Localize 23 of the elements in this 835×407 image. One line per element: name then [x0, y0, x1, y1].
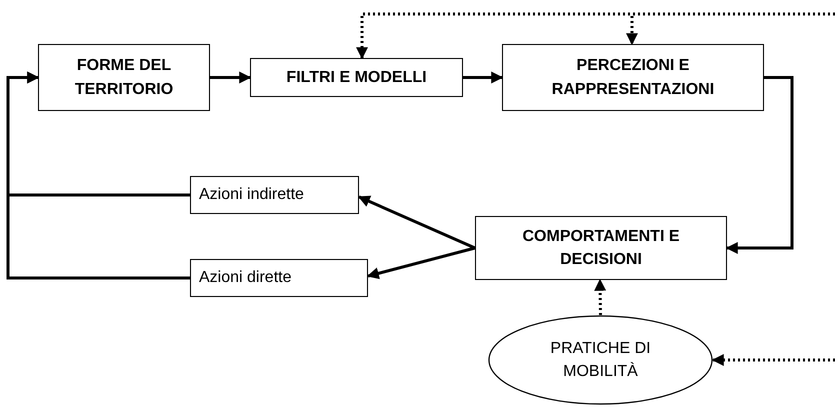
node-label: FORME DEL TERRITORIO: [74, 56, 174, 100]
ellipse-node: [488, 315, 713, 405]
process-box: [190, 176, 359, 214]
arrow: [6, 72, 190, 280]
arrow: [366, 246, 476, 280]
process-box: [475, 216, 727, 280]
dotted-arrow: [626, 12, 835, 46]
node-label: COMPORTAMENTI E DECISIONI: [521, 226, 681, 270]
arrow: [726, 76, 794, 254]
node-label: Azioni dirette: [199, 268, 292, 288]
node-label: PRATICHE DI MOBILITÀ: [549, 338, 652, 382]
process-box: [250, 58, 463, 97]
node-label: FILTRI E MODELLI: [286, 68, 427, 88]
dotted-arrow: [594, 278, 606, 316]
arrow: [210, 72, 252, 84]
arrow: [358, 196, 476, 250]
arrow: [463, 72, 504, 84]
dotted-arrow: [712, 354, 835, 366]
node-label: PERCEZIONI E RAPPRESENTAZIONI: [550, 56, 716, 100]
process-box: [502, 44, 764, 111]
process-box: [190, 259, 368, 297]
node-label: Azioni indirette: [199, 185, 304, 206]
process-box: [38, 44, 210, 111]
